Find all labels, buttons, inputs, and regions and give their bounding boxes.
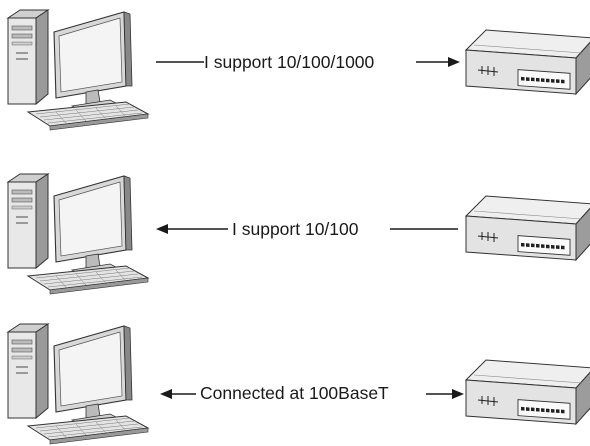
negotiation-row-3: Connected at 100BaseT — [0, 300, 590, 445]
arrow-line-left — [156, 61, 204, 63]
right-arrow-icon — [426, 389, 464, 399]
left-arrow-icon — [156, 224, 228, 234]
negotiation-label-2: I support 10/100 — [232, 219, 359, 239]
negotiation-label-3: Connected at 100BaseT — [200, 383, 389, 403]
left-arrow-icon — [160, 389, 196, 399]
switch-icon — [465, 195, 590, 261]
negotiation-row-1: I support 10/100/1000 — [0, 0, 590, 140]
computer-icon — [7, 323, 149, 445]
negotiation-label-1: I support 10/100/1000 — [204, 52, 375, 72]
switch-icon — [465, 29, 590, 95]
computer-icon — [7, 173, 149, 295]
switch-icon — [465, 359, 590, 425]
arrow-line-right — [390, 228, 458, 230]
computer-icon — [7, 9, 149, 131]
right-arrow-icon — [416, 57, 460, 67]
negotiation-row-2: I support 10/100 — [0, 150, 590, 295]
